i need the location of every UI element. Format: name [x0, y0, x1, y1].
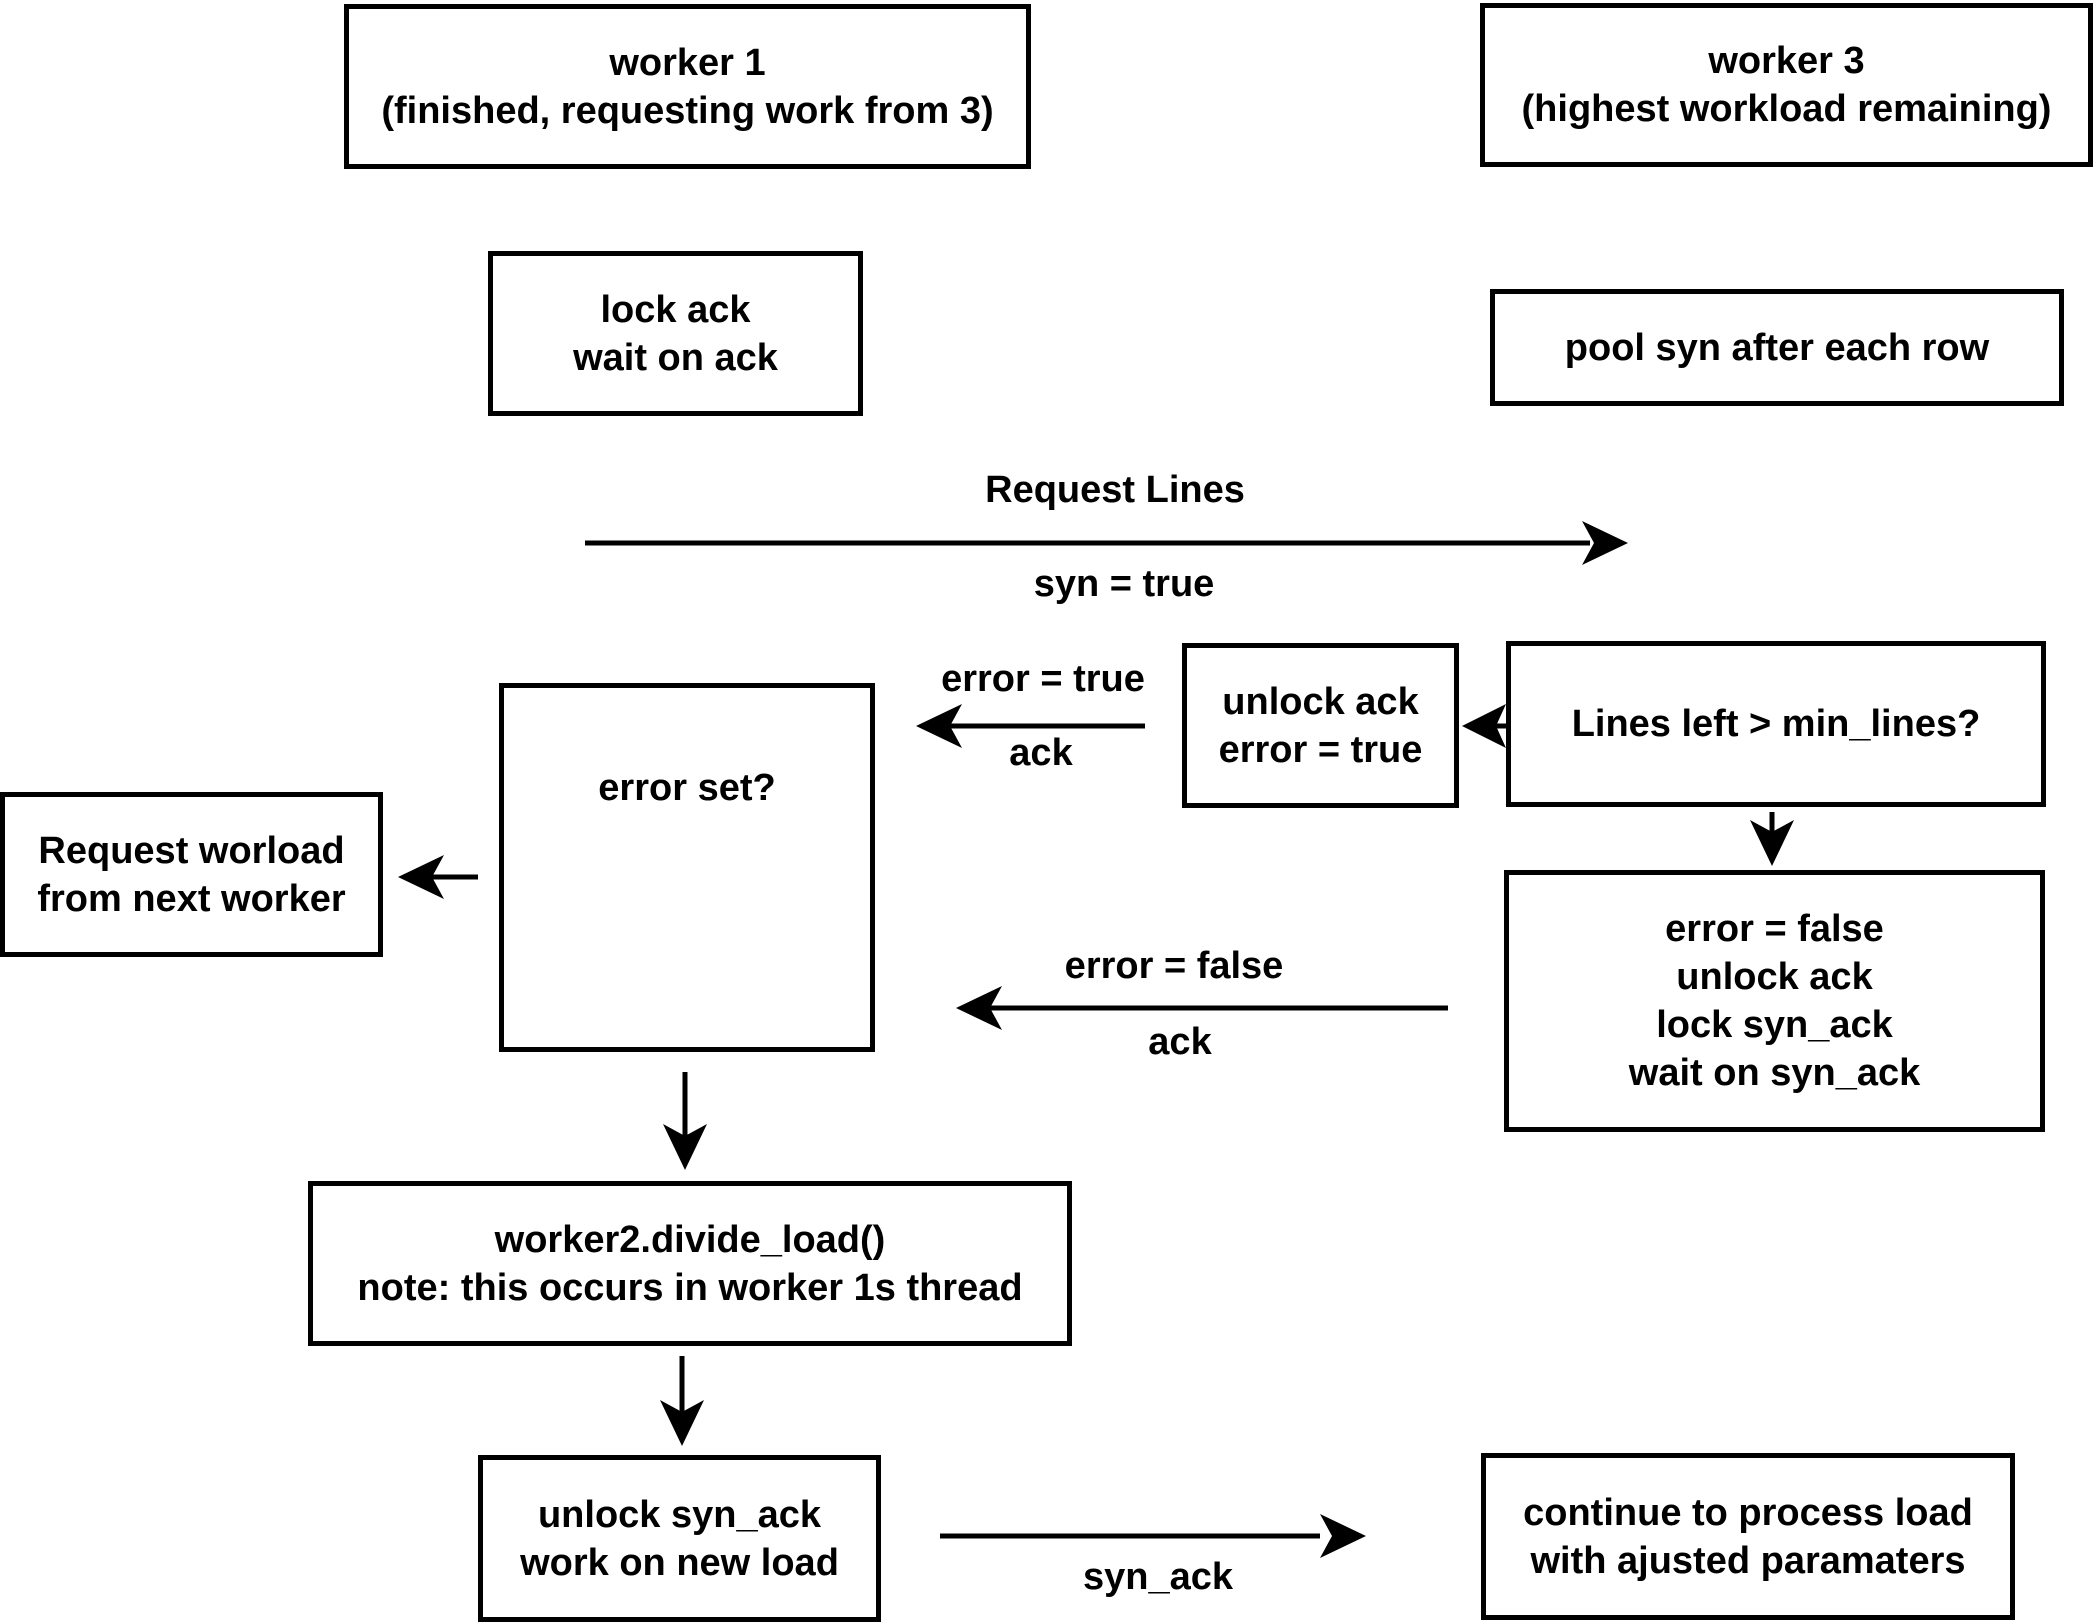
- pool-syn-box: pool syn after each row: [1490, 289, 2064, 406]
- unlock-ack-error-label: unlock ack error = true: [1218, 680, 1423, 771]
- request-lines-label: Request Lines: [985, 469, 1245, 511]
- unlock-syn-ack-box: unlock syn_ack work on new load: [478, 1455, 881, 1622]
- arrowhead-error-false-block: [1750, 820, 1794, 866]
- arrowhead-request-lines: [1582, 521, 1628, 565]
- error-false-block-box: error = false unlock ack lock syn_ack wa…: [1504, 870, 2045, 1132]
- worker3-box: worker 3 (highest workload remaining): [1480, 3, 2093, 167]
- error-false-label: error = false: [1064, 945, 1284, 987]
- request-next-worker-box: Request worload from next worker: [0, 792, 383, 957]
- arrowhead-unlock-ack: [1462, 704, 1506, 748]
- lines-left-label: Lines left > min_lines?: [1571, 703, 1981, 745]
- arrowhead-unlock-syn-ack: [660, 1400, 704, 1446]
- arrowhead-syn-ack: [1320, 1514, 1366, 1558]
- lock-ack-box: lock ack wait on ack: [488, 251, 863, 416]
- continue-process-box: continue to process load with ajusted pa…: [1481, 1453, 2015, 1620]
- unlock-syn-ack-label: unlock syn_ack work on new load: [520, 1493, 839, 1584]
- worker3-label: worker 3 (highest workload remaining): [1521, 40, 2052, 130]
- lock-ack-label: lock ack wait on ack: [573, 288, 778, 379]
- request-next-worker-label: Request worload from next worker: [37, 829, 346, 920]
- worker1-label: worker 1 (finished, requesting work from…: [381, 41, 994, 132]
- error-set-label: error set?: [598, 766, 776, 809]
- lines-left-box: Lines left > min_lines?: [1506, 641, 2046, 807]
- worker1-box: worker 1 (finished, requesting work from…: [344, 4, 1031, 169]
- syn-ack-label: syn_ack: [1082, 1556, 1234, 1598]
- unlock-ack-error-box: unlock ack error = true: [1182, 643, 1459, 808]
- arrowhead-error-false: [956, 986, 1002, 1030]
- continue-process-label: continue to process load with ajusted pa…: [1523, 1491, 1973, 1582]
- arrowhead-request-next: [398, 855, 444, 899]
- divide-load-label: worker2.divide_load() note: this occurs …: [357, 1218, 1023, 1309]
- arrowhead-error-true: [916, 704, 962, 748]
- arrowhead-divide: [663, 1124, 707, 1170]
- error-set-box: error set?: [499, 683, 875, 1052]
- ack-bottom-label: ack: [1148, 1021, 1212, 1063]
- ack-top-label: ack: [1009, 732, 1073, 774]
- syn-true-label: syn = true: [1033, 563, 1215, 605]
- pool-syn-label: pool syn after each row: [1564, 326, 1990, 369]
- error-false-block-label: error = false unlock ack lock syn_ack wa…: [1628, 908, 1921, 1094]
- divide-load-box: worker2.divide_load() note: this occurs …: [308, 1181, 1072, 1346]
- error-true-label: error = true: [941, 658, 1145, 700]
